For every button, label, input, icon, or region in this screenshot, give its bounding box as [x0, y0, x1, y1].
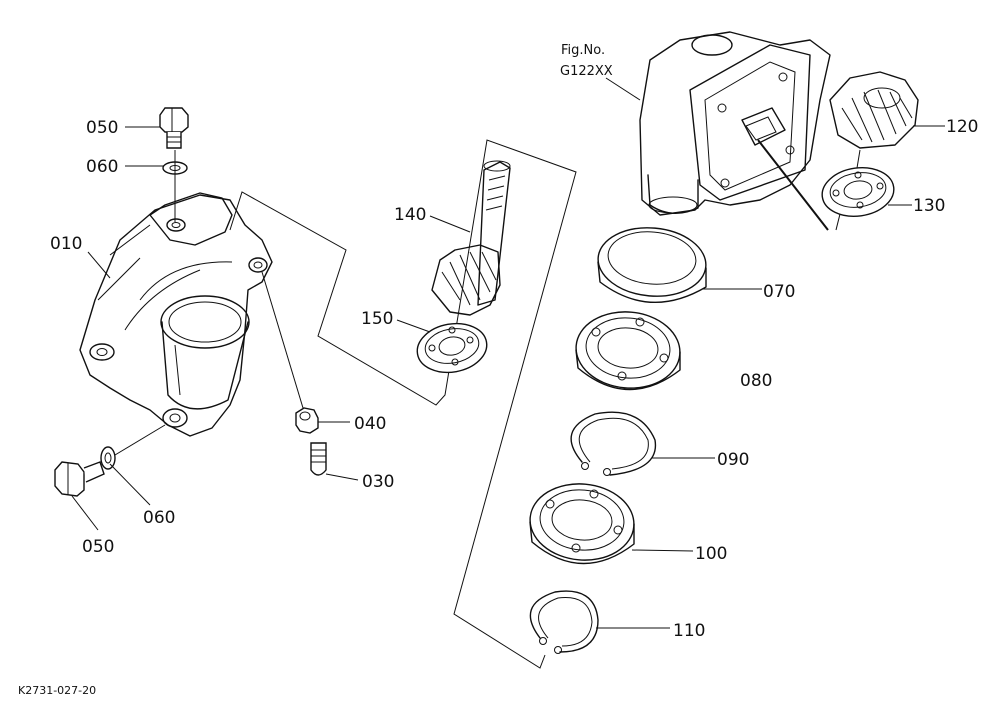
bevel-gear-120 — [829, 71, 919, 149]
fig-no-value: G122XX — [560, 64, 613, 79]
bolt-030 — [310, 442, 327, 476]
callout-030: 030 — [362, 472, 394, 492]
callout-060-bottom: 060 — [143, 508, 175, 528]
callout-050-top: 050 — [86, 118, 118, 138]
washer-060-bottom — [100, 446, 116, 470]
bolt-050-bottom — [54, 461, 105, 497]
callout-110: 110 — [673, 621, 705, 641]
callout-050-bottom: 050 — [82, 537, 114, 557]
bearing-150 — [416, 322, 488, 374]
gear-case-housing-right — [639, 31, 831, 231]
callout-070: 070 — [763, 282, 795, 302]
callout-010: 010 — [50, 234, 82, 254]
reference-code: K2731-027-20 — [18, 684, 96, 697]
bearing-130 — [821, 167, 895, 217]
callout-130: 130 — [913, 196, 945, 216]
oil-seal-070 — [597, 227, 707, 304]
pinion-shaft-140 — [431, 160, 511, 316]
callout-140: 140 — [394, 205, 426, 225]
callout-090: 090 — [717, 450, 749, 470]
snap-ring-090 — [570, 411, 657, 476]
fig-no-label: Fig.No. — [561, 43, 605, 58]
spacer-040 — [295, 407, 319, 434]
callout-150: 150 — [361, 309, 393, 329]
bearing-080 — [575, 311, 681, 391]
bolt-050-top — [159, 107, 189, 149]
callout-060-top: 060 — [86, 157, 118, 177]
callout-040: 040 — [354, 414, 386, 434]
bearing-100 — [529, 483, 635, 565]
callout-120: 120 — [946, 117, 978, 137]
callout-100: 100 — [695, 544, 727, 564]
leader-lines — [71, 77, 945, 629]
gear-case-housing-010 — [79, 192, 273, 437]
snap-ring-110 — [529, 590, 599, 654]
callout-080: 080 — [740, 371, 772, 391]
